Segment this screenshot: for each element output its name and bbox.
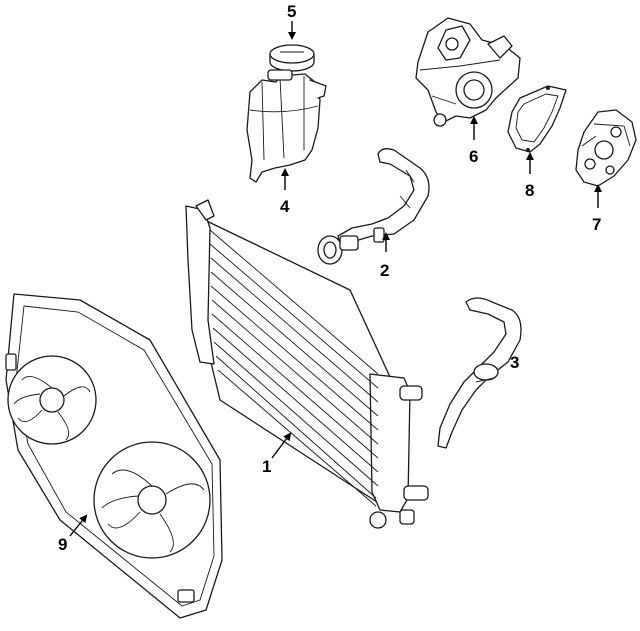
cooling-fan-assembly-part (5, 293, 223, 619)
callout-1-label: 1 (262, 457, 271, 476)
callout-9: 9 (58, 514, 88, 554)
callout-7: 7 (592, 184, 602, 234)
callout-8: 8 (525, 152, 534, 200)
water-pump-part (575, 109, 637, 187)
callout-2: 2 (380, 232, 390, 280)
callout-5: 5 (287, 2, 296, 40)
thermostat-housing-part (415, 17, 521, 127)
callout-6: 6 (469, 116, 478, 166)
radiator-part (185, 199, 429, 529)
callout-4: 4 (280, 168, 290, 216)
callout-7-label: 7 (592, 215, 601, 234)
callout-2-label: 2 (380, 261, 389, 280)
callout-9-label: 9 (58, 535, 67, 554)
upper-radiator-hose-part (317, 148, 430, 265)
gasket-part (507, 85, 567, 153)
callout-5-label: 5 (287, 2, 296, 21)
callout-3: 3 (510, 353, 519, 372)
callout-8-label: 8 (525, 181, 534, 200)
callout-6-label: 6 (469, 147, 478, 166)
lower-fan (93, 441, 211, 559)
coolant-reservoir-part (246, 69, 327, 183)
callout-1: 1 (262, 432, 292, 476)
callout-3-label: 3 (510, 353, 519, 372)
upper-fan (7, 355, 97, 445)
reservoir-cap-part (269, 44, 315, 72)
lower-radiator-hose-part (437, 297, 522, 449)
callout-4-label: 4 (280, 197, 290, 216)
